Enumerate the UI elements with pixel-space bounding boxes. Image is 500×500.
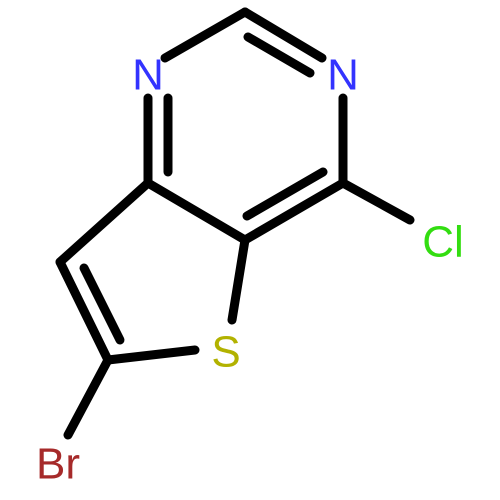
bond-c2-n3 [240, 7, 327, 63]
bond-s-c4a [227, 235, 250, 325]
bond-c4-c4a [240, 178, 348, 245]
atom-br-label: Br [36, 440, 80, 489]
bond-c2-n1 [160, 7, 250, 63]
atom-n1-label: N [132, 51, 164, 100]
bond-c4-c4a-inner [242, 167, 328, 221]
bond-c7-c6-inner [79, 263, 125, 345]
bond-c7a-c7 [55, 178, 153, 267]
bond-c6-br [63, 355, 113, 440]
atom-n3-label: N [327, 51, 359, 100]
bond-c4-cl [338, 178, 415, 225]
atom-cl-label: Cl [422, 218, 464, 267]
bond-c6-s [103, 345, 200, 365]
bond-c2-n3-inner [243, 32, 315, 78]
bond-c7-c6 [55, 257, 113, 365]
bond-c4a-c7a [143, 178, 250, 245]
atom-s-label: S [211, 328, 240, 377]
